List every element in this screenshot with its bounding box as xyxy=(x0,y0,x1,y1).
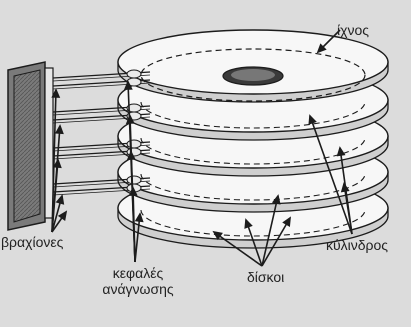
read-head xyxy=(126,77,142,87)
actuator-block xyxy=(7,61,54,231)
arrow-head xyxy=(57,210,68,221)
read-head xyxy=(126,69,142,79)
arrow-shaft xyxy=(51,89,57,233)
arrow-shaft xyxy=(261,195,279,267)
arrow-head xyxy=(51,88,61,98)
arrow-head xyxy=(134,212,144,223)
arrow-head xyxy=(55,194,65,205)
arrow-head xyxy=(316,43,327,54)
label-cylinder: κύλινδρος xyxy=(326,237,389,253)
arrow-shaft xyxy=(132,187,136,263)
pointer-arrow xyxy=(212,230,263,267)
arrow-shaft xyxy=(261,217,291,267)
pointer-arrow xyxy=(308,114,353,235)
top-surface-details xyxy=(140,48,366,102)
cylinder-track xyxy=(140,209,366,237)
arrow-head xyxy=(123,80,133,90)
label-heads: κεφαλές ανάγνωσης xyxy=(98,265,178,297)
pointer-arrow xyxy=(128,186,138,263)
arrow-shaft xyxy=(213,231,263,267)
read-head xyxy=(126,139,142,149)
arrow-head xyxy=(52,158,62,169)
label-track: ίχνος xyxy=(337,22,369,38)
pointer-arrow xyxy=(244,218,263,267)
pointer-arrows xyxy=(51,29,353,267)
track-ring xyxy=(140,48,366,102)
pointer-arrow xyxy=(340,182,353,235)
disk-platter xyxy=(117,29,389,103)
arrow-head xyxy=(308,114,317,125)
arrow-head xyxy=(271,194,281,205)
cylinder-track xyxy=(140,101,366,129)
read-head xyxy=(126,175,142,185)
label-disks: δίσκοι xyxy=(247,269,285,285)
pointer-arrow xyxy=(316,29,341,54)
label-heads-line2: ανάγνωσης xyxy=(102,281,174,297)
arrow-head xyxy=(244,218,253,229)
arrow-head xyxy=(336,146,346,157)
arrow-head xyxy=(126,150,136,160)
arrow-shaft xyxy=(51,159,59,233)
pointer-arrow xyxy=(261,194,281,267)
pointer-arrow xyxy=(134,212,144,263)
label-heads-line1: κεφαλές xyxy=(112,265,164,281)
pointer-arrow xyxy=(51,158,62,233)
arrow-shaft xyxy=(134,213,141,263)
spindle-hub-inner xyxy=(231,69,275,81)
cylinder-track xyxy=(140,137,366,165)
arrow-head xyxy=(212,230,223,241)
arrow-head xyxy=(125,114,135,124)
cylinder-track xyxy=(140,173,366,201)
arrow-shaft xyxy=(245,219,263,267)
actuator-arms xyxy=(52,69,151,196)
arrow-head xyxy=(128,186,138,196)
arrow-head xyxy=(54,124,64,135)
arrow-head xyxy=(340,182,350,193)
arrow-head xyxy=(282,216,291,227)
pointer-arrow xyxy=(51,88,61,233)
pointer-arrow xyxy=(51,210,68,233)
arrow-shaft xyxy=(343,183,353,235)
pointer-arrow xyxy=(261,216,291,267)
pointer-arrow xyxy=(51,194,65,233)
arrow-shaft xyxy=(309,115,353,235)
label-arms: βραχίονες xyxy=(1,234,64,250)
disk-platters xyxy=(117,29,389,249)
